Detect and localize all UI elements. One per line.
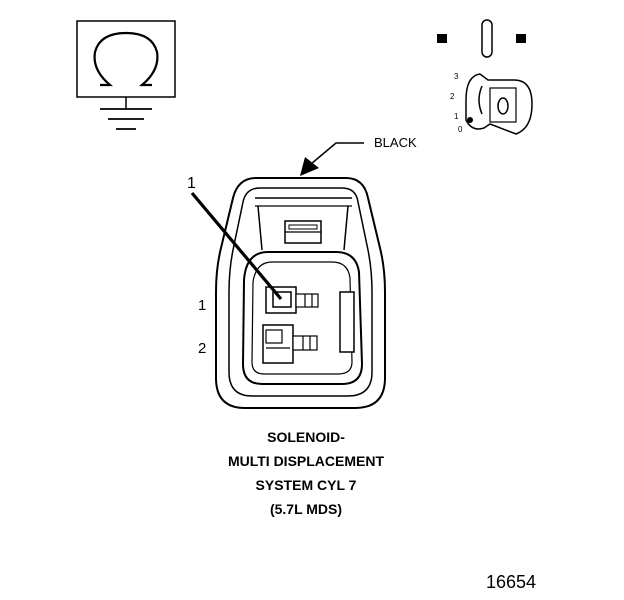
connector-face <box>215 177 386 409</box>
caption-line-1: SOLENOID- <box>267 429 345 445</box>
pin-label-1: 1 <box>198 297 206 314</box>
ignition-key-icon: 3 2 1 0 <box>437 19 533 135</box>
ignition-position-0: 0 <box>458 125 463 134</box>
ignition-position-1: 1 <box>454 112 459 121</box>
ignition-position-2: 2 <box>450 92 455 101</box>
callout-number: 1 <box>187 175 196 192</box>
caption-line-2: MULTI DISPLACEMENT <box>228 453 385 469</box>
connector-color-label: BLACK <box>374 135 417 150</box>
terminal-2 <box>262 324 318 364</box>
pin-label-2: 2 <box>198 340 206 357</box>
connector-color-callout: BLACK <box>300 135 417 176</box>
ignition-position-3: 3 <box>454 72 459 81</box>
caption-line-3: SYSTEM CYL 7 <box>256 477 357 493</box>
ohm-ground-icon <box>76 20 176 130</box>
figure-number: 16654 <box>486 572 536 592</box>
terminal-callout: 1 <box>187 175 283 301</box>
caption-line-4: (5.7L MDS) <box>270 501 342 517</box>
